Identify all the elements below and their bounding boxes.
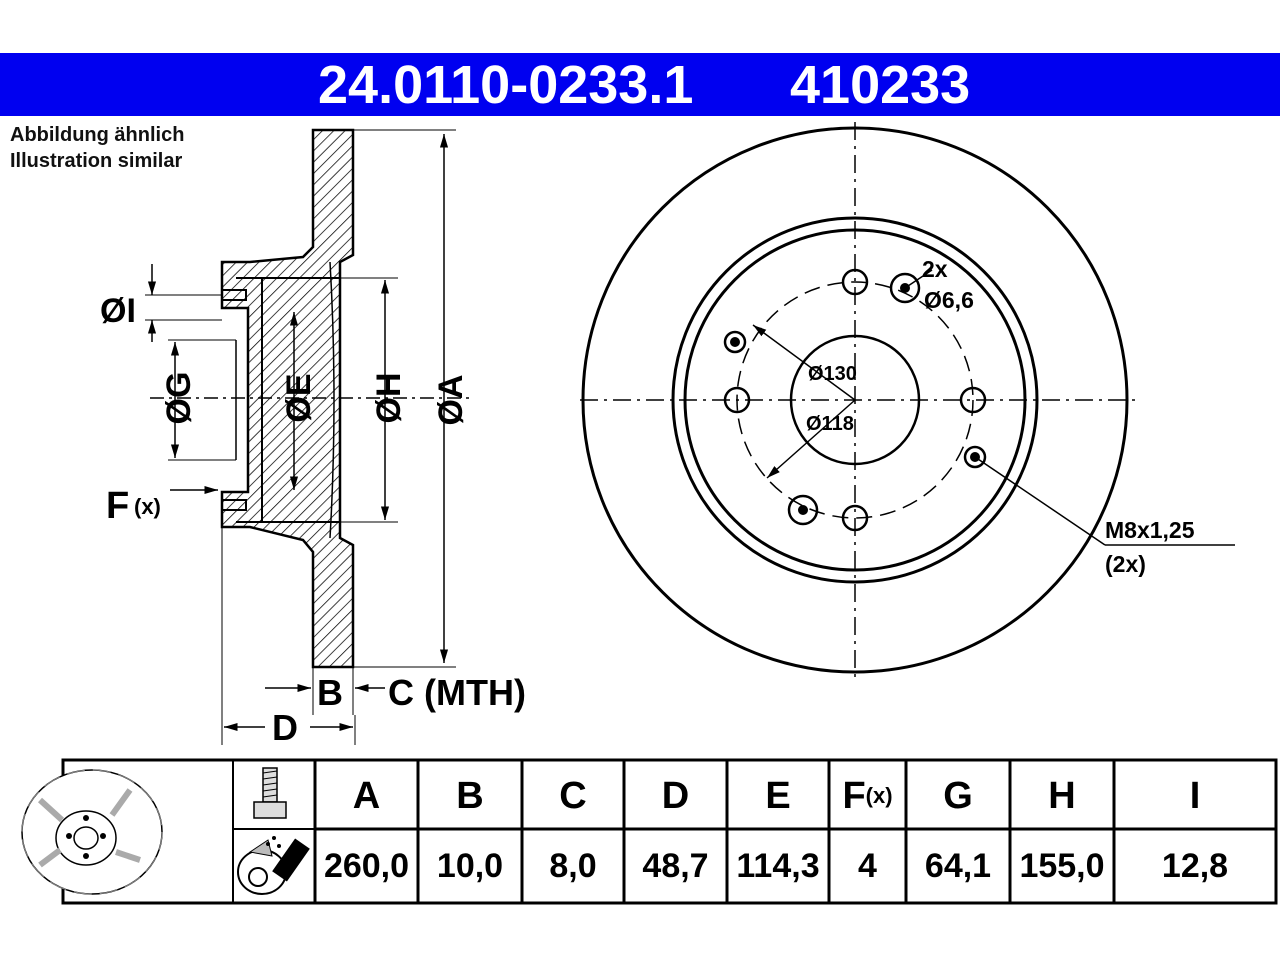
section-view: ØI ØG ØE ØH ØA F (x) B C (MTH) [100, 128, 526, 748]
table-value-B: 10,0 [436, 846, 504, 885]
hole-count-label: 2x [922, 256, 948, 282]
illustration-note: Abbildung ähnlich Illustration similar [10, 122, 184, 174]
title-bar: 24.0110-0233.1 410233 [0, 53, 1280, 116]
table-header-D: D [661, 774, 690, 817]
dim-F-sub: (x) [134, 494, 161, 519]
thread-count-label: (2x) [1105, 551, 1146, 577]
front-view: 2x Ø6,6 Ø130 Ø118 M8x1,25 (2x) [580, 122, 1235, 680]
dim-G-label: ØG [160, 372, 198, 425]
dim-F-label: F [106, 485, 129, 527]
table-header-E: E [765, 774, 791, 817]
dim-E-label: ØE [280, 373, 318, 422]
table-header-F-letter: F [842, 774, 866, 817]
spray-grease-icon [237, 836, 310, 895]
dim-I-label: ØI [100, 292, 136, 330]
table-value-E: 114,3 [736, 846, 820, 885]
note-line-german: Abbildung ähnlich [10, 124, 185, 146]
bolt-icon [253, 767, 287, 819]
table-value-I: 12,8 [1161, 846, 1229, 885]
table-header-G: G [943, 774, 973, 817]
reference-number: 410233 [790, 55, 971, 115]
pcd-label: Ø130 [808, 363, 857, 385]
hole-diameter-label: Ø6,6 [924, 287, 974, 313]
table-header-A: A [352, 774, 381, 817]
table-header-C: C [559, 774, 587, 817]
table-value-H: 155,0 [1019, 846, 1105, 885]
dim-D-label: D [272, 707, 298, 748]
table-value-D: 48,7 [642, 846, 709, 885]
table-header-I: I [1189, 774, 1201, 817]
brake-disc-icon [21, 769, 163, 895]
part-number: 24.0110-0233.1 [318, 55, 694, 115]
table-value-G: 64,1 [924, 846, 992, 885]
dim-A-label: ØA [432, 375, 470, 426]
bore-label: Ø118 [806, 413, 854, 435]
dim-B-label: B [317, 672, 343, 713]
note-line-english: Illustration similar [10, 150, 183, 172]
table-header-F-sub: (x) [865, 783, 893, 808]
dim-H-label: ØH [370, 373, 408, 424]
dim-C-label: C (MTH) [388, 672, 526, 713]
table-value-F: 4 [858, 846, 877, 885]
thread-label: M8x1,25 [1105, 517, 1195, 543]
table-value-A: 260,0 [323, 846, 410, 885]
spec-table [21, 758, 1278, 905]
table-header-F: F(x) [829, 763, 906, 829]
table-header-H: H [1048, 774, 1076, 817]
table-value-C: 8,0 [549, 846, 597, 885]
table-header-B: B [456, 774, 484, 817]
